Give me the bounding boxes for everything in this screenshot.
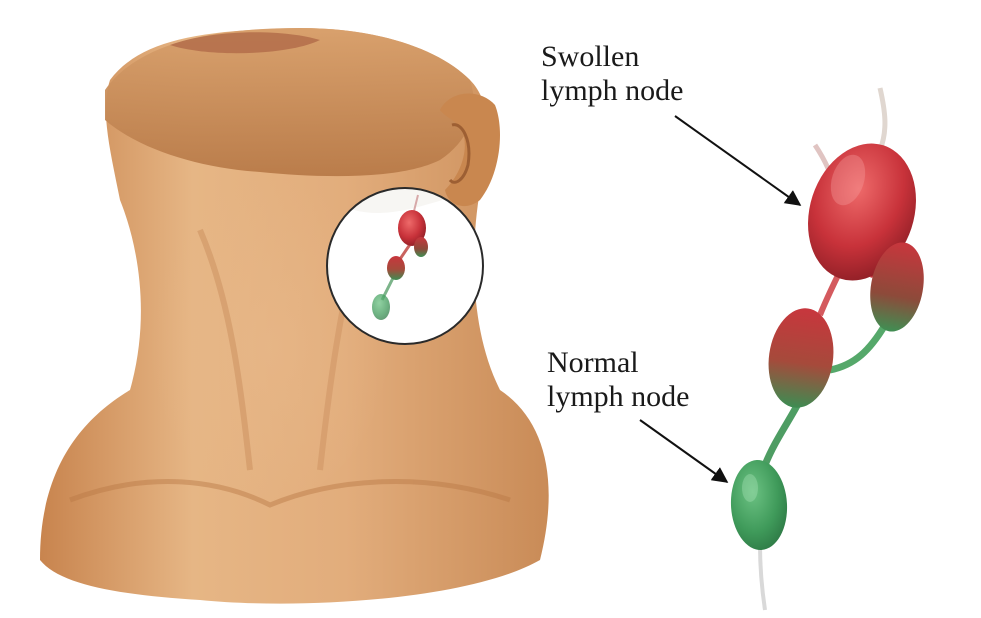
- normal-label-line2: lymph node: [547, 380, 690, 413]
- swollen-node-label: Swollen lymph node: [541, 40, 684, 108]
- swollen-label-line1: Swollen: [541, 40, 640, 73]
- normal-node: [730, 460, 788, 550]
- middle-node: [768, 308, 834, 408]
- normal-node-label: Normal lymph node: [547, 346, 690, 414]
- secondary-node: [870, 242, 924, 332]
- swollen-label-line2: lymph node: [541, 74, 684, 107]
- magnifier-circle-icon: [326, 187, 484, 345]
- swollen-node: [808, 143, 916, 281]
- swollen-arrow: [674, 115, 802, 206]
- neck-figure: [40, 28, 549, 604]
- normal-label-line1: Normal: [547, 346, 639, 379]
- normal-arrow: [639, 419, 729, 483]
- lymph-node-chain: [730, 87, 924, 611]
